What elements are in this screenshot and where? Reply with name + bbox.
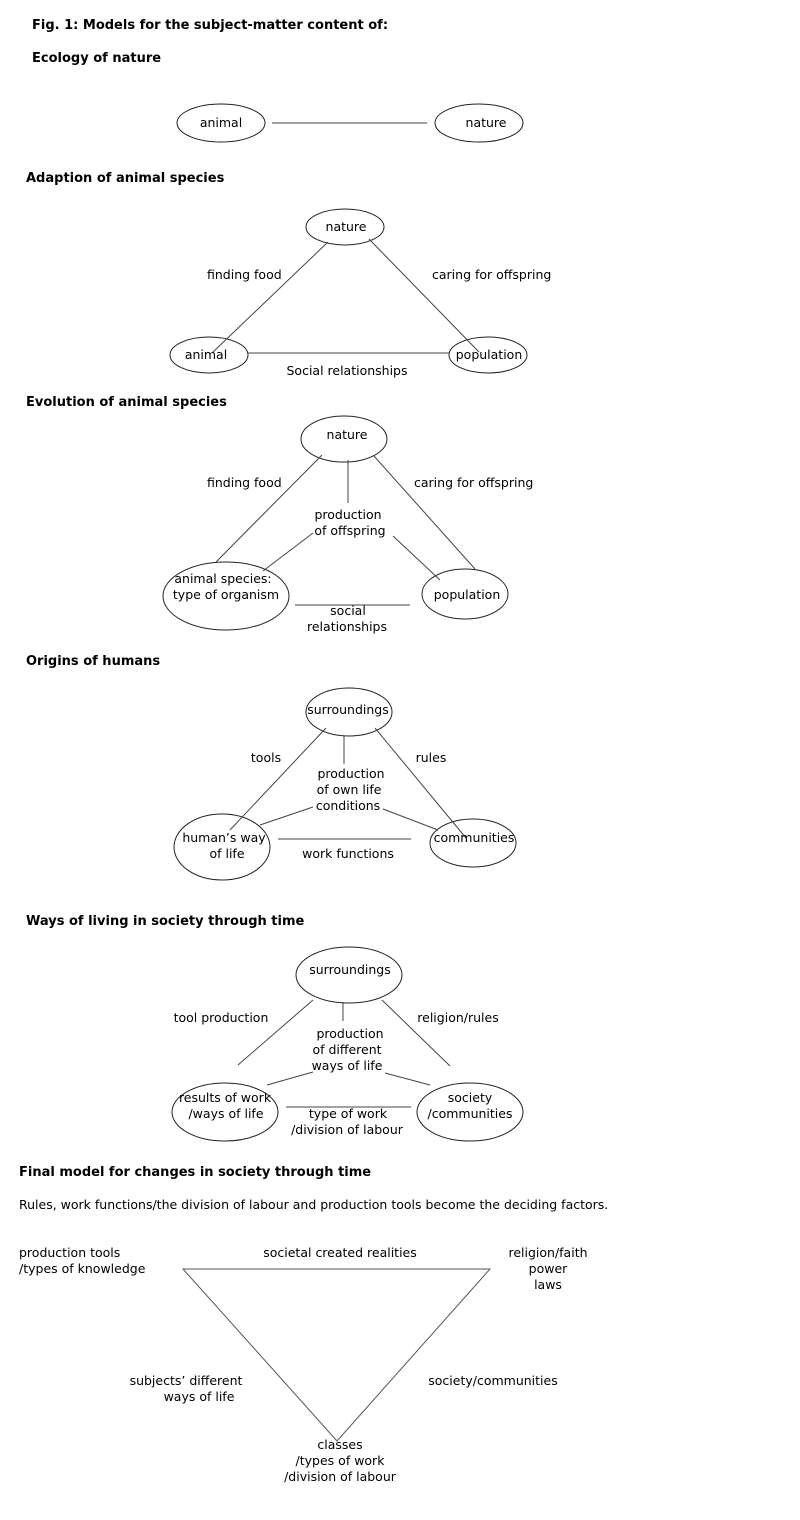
edge-production-right — [392, 535, 441, 581]
corner-label: religion/faith — [508, 1245, 587, 1260]
edge-production-left — [266, 1071, 314, 1086]
corner-label: production tools — [19, 1245, 120, 1260]
edge-production-left — [259, 806, 314, 826]
corner-label: power — [529, 1261, 568, 1276]
section-title-adaption: Adaption of animal species — [26, 171, 225, 186]
edge-tools — [229, 727, 327, 831]
edge-label: Social relationships — [286, 363, 407, 378]
node-label: results of work — [179, 1090, 272, 1105]
node-label: population — [456, 347, 523, 362]
section-title-origins: Origins of humans — [26, 654, 161, 669]
node-label: nature — [327, 427, 368, 442]
node-surroundings — [295, 946, 403, 1004]
edge-rules — [374, 727, 467, 839]
section-title-evolution: Evolution of animal species — [26, 395, 227, 410]
edge-label: production — [317, 766, 384, 781]
corner-label: laws — [534, 1277, 562, 1292]
node-label: nature — [326, 219, 367, 234]
node-label: of life — [209, 846, 244, 861]
node-label: animal — [200, 115, 242, 130]
node-label: society — [448, 1090, 493, 1105]
diagram-ecology: animal nature — [176, 103, 524, 143]
edge-religion-rules — [381, 999, 451, 1067]
node-population — [421, 568, 509, 620]
edge-label: tools — [251, 750, 281, 765]
edge-label: ways of life — [164, 1389, 235, 1404]
edge-label: relationships — [307, 619, 387, 634]
node-label: communities — [434, 830, 515, 845]
edge-caring-offspring — [373, 455, 476, 570]
node-surroundings — [305, 687, 393, 737]
node-label: type of organism — [173, 587, 279, 602]
node-population — [448, 336, 528, 374]
node-communities — [429, 818, 517, 868]
edge-production-right — [384, 1072, 431, 1086]
node-nature — [305, 208, 385, 246]
diagram-final-model: production tools /types of knowledge soc… — [19, 1245, 588, 1484]
edge-caring-offspring — [368, 238, 480, 353]
node-human — [173, 813, 271, 881]
section-title-final-model: Final model for changes in society throu… — [19, 1165, 372, 1180]
edge-finding-food — [212, 241, 329, 353]
edge-label: of own life — [317, 782, 382, 797]
edge-label: social — [330, 603, 366, 618]
node-label: animal — [185, 347, 227, 362]
inverted-triangle — [181, 1268, 492, 1442]
edge-tool-production — [237, 999, 314, 1066]
node-label: human’s way — [182, 830, 266, 845]
edge-production-right — [382, 808, 439, 831]
diagram-origins: surroundings human’s way of life communi… — [173, 687, 517, 881]
node-label: surroundings — [309, 962, 391, 977]
edge-production-left — [262, 532, 314, 572]
edge-label: /division of labour — [291, 1122, 404, 1137]
node-results — [171, 1082, 279, 1142]
edge-label: societal created realities — [263, 1245, 417, 1260]
node-label: /communities — [428, 1106, 513, 1121]
node-nature — [434, 103, 524, 143]
node-label: population — [434, 587, 501, 602]
final-model-description: Rules, work functions/the division of la… — [19, 1197, 609, 1212]
edge-finding-food — [215, 454, 323, 563]
node-label: surroundings — [307, 702, 389, 717]
corner-label: /division of labour — [284, 1469, 397, 1484]
section-title-ecology: Ecology of nature — [32, 51, 162, 66]
edge-label: caring for offspring — [414, 475, 533, 490]
edge-label: production — [316, 1026, 383, 1041]
edge-label: production — [314, 507, 381, 522]
node-animal — [169, 336, 249, 374]
edge-label: finding food — [207, 267, 282, 282]
node-label: animal species: — [174, 571, 271, 586]
node-animal — [176, 103, 266, 143]
node-nature — [300, 415, 388, 463]
corner-label: /types of knowledge — [19, 1261, 146, 1276]
edge-label: ways of life — [312, 1058, 383, 1073]
edge-label: work functions — [302, 846, 394, 861]
node-species — [162, 561, 290, 631]
section-title-ways-of-living: Ways of living in society through time — [26, 914, 305, 929]
edge-label: subjects’ different — [130, 1373, 243, 1388]
diagram-ways-of-living: surroundings results of work /ways of li… — [171, 946, 524, 1142]
node-label: /ways of life — [188, 1106, 263, 1121]
node-society — [416, 1082, 524, 1142]
diagram-evolution: nature animal species: type of organism … — [162, 415, 533, 634]
corner-label: /types of work — [296, 1453, 386, 1468]
edge-label: caring for offspring — [432, 267, 551, 282]
edge-label: of offspring — [314, 523, 385, 538]
edge-label: conditions — [316, 798, 380, 813]
corner-label: classes — [317, 1437, 362, 1452]
edge-label: finding food — [207, 475, 282, 490]
edge-label: tool production — [174, 1010, 269, 1025]
edge-label: religion/rules — [417, 1010, 498, 1025]
edge-label: type of work — [309, 1106, 388, 1121]
figure-title: Fig. 1: Models for the subject-matter co… — [32, 18, 389, 33]
edge-label: rules — [416, 750, 447, 765]
diagram-adaption: nature animal population finding food ca… — [169, 208, 551, 378]
node-label: nature — [466, 115, 507, 130]
edge-label: of different — [312, 1042, 381, 1057]
edge-label: society/communities — [428, 1373, 557, 1388]
